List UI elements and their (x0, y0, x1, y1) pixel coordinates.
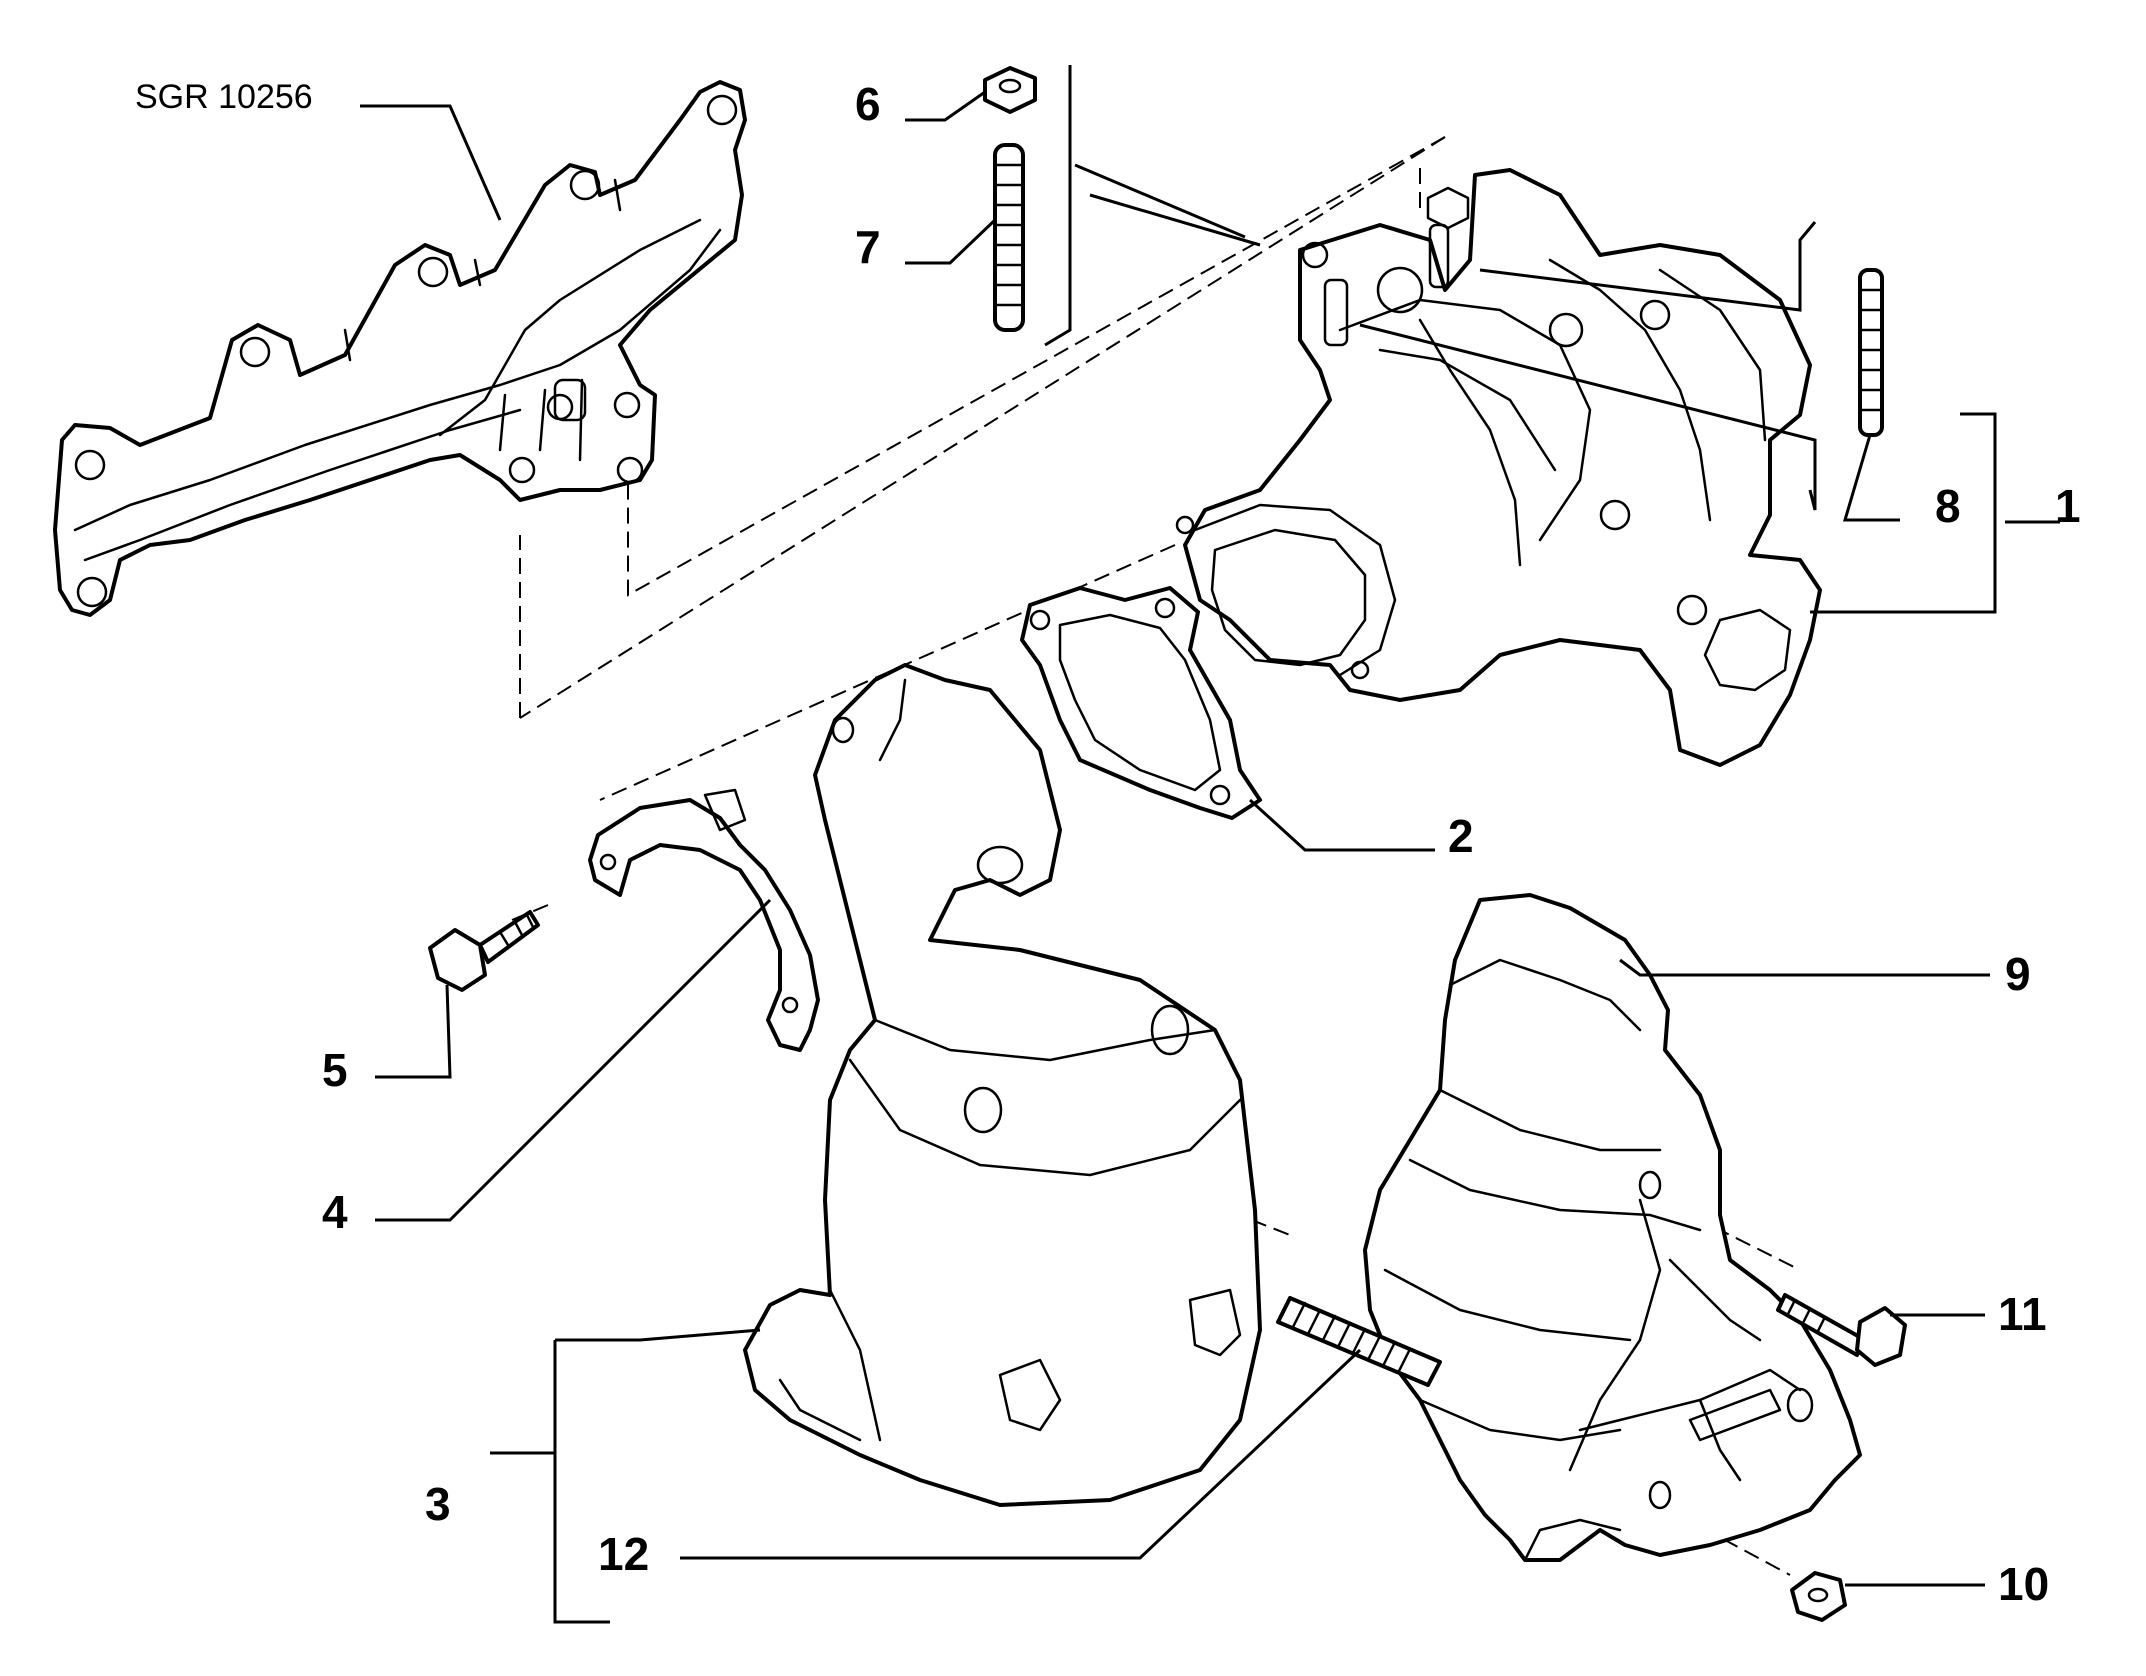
gasket-drawing (1020, 586, 1262, 820)
callout-1: 1 (2055, 480, 2081, 532)
nut-6-drawing (983, 66, 1037, 114)
callout-11: 11 (1998, 1288, 2047, 1340)
leader-12 (680, 1348, 1362, 1560)
callout-8: 8 (1935, 480, 1961, 532)
turbocharger-drawing (1175, 168, 1822, 767)
leader-9 (1619, 958, 1990, 977)
clamp-drawing (588, 788, 820, 1052)
leader-1 (1810, 412, 2060, 614)
exhaust-manifold-drawing (53, 80, 747, 617)
leader-5 (375, 984, 452, 1079)
reference-code: SGR 10256 (135, 78, 313, 116)
callout-2: 2 (1448, 810, 1474, 862)
callout-4: 4 (322, 1186, 348, 1238)
nut-10-drawing (1790, 1571, 1847, 1622)
stud-12-drawing (1276, 1296, 1442, 1387)
leader-lines (360, 65, 2060, 1624)
callout-3: 3 (425, 1478, 451, 1530)
callout-10: 10 (1998, 1558, 2049, 1610)
leader-8 (1842, 434, 1900, 522)
leader-ref (360, 104, 502, 221)
stud-8-drawing (1858, 268, 1884, 437)
heat-shield-drawing (1363, 893, 1862, 1562)
callout-9: 9 (2005, 948, 2031, 1000)
callout-6: 6 (855, 78, 881, 130)
callout-5: 5 (322, 1044, 348, 1096)
leader-7 (905, 218, 997, 265)
leader-2 (1248, 798, 1435, 852)
leader-4 (375, 898, 772, 1222)
bolt-11-drawing (1776, 1293, 1907, 1367)
callout-7: 7 (855, 221, 881, 273)
callout-12: 12 (598, 1528, 649, 1580)
catalytic-converter-drawing (743, 663, 1262, 1507)
leader-6 (905, 90, 986, 122)
assembly-bracket-lines (1044, 65, 1817, 511)
bolt-5-drawing (428, 910, 540, 992)
stud-7-drawing (993, 143, 1025, 332)
leader-3 (490, 1328, 761, 1624)
